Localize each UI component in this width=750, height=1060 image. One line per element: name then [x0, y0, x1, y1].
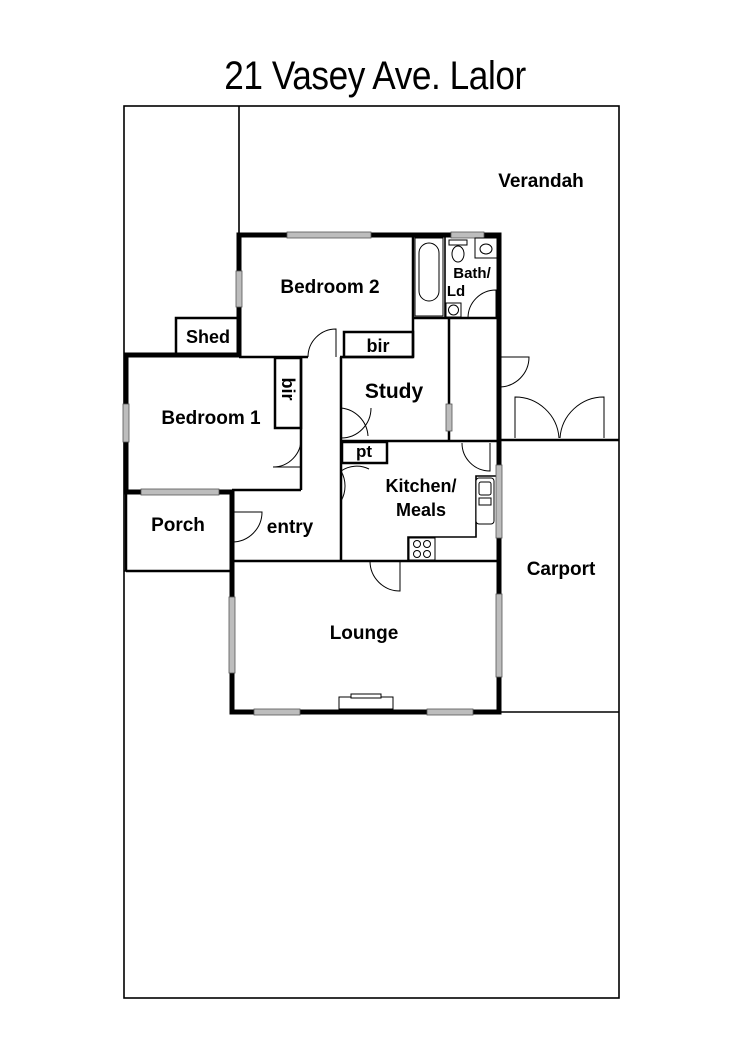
label-pt: pt	[356, 442, 372, 461]
label-bedroom-2: Bedroom 2	[280, 277, 379, 298]
label-bir-bedroom-2: bir	[366, 336, 389, 356]
label-bath-line2: Ld	[447, 283, 465, 300]
plan-title: 21 Vasey Ave. Lalor	[224, 54, 526, 98]
cooktop-icon	[408, 537, 436, 561]
label-entry: entry	[267, 517, 314, 538]
label-kitchen-line2: Meals	[396, 500, 446, 520]
bathtub-icon	[418, 242, 440, 302]
fixtures	[338, 237, 498, 710]
label-porch: Porch	[151, 515, 205, 536]
doors	[231, 289, 605, 592]
windows	[122, 231, 503, 716]
room-labels: Verandah Bedroom 2 Bath/ Ld Shed bir Bed…	[151, 171, 596, 644]
label-bir-bedroom-1: bir	[278, 377, 298, 400]
label-bedroom-1: Bedroom 1	[161, 408, 261, 429]
label-kitchen-line1: Kitchen/	[385, 476, 456, 496]
label-carport: Carport	[527, 559, 596, 580]
label-bath-line1: Bath/	[453, 265, 491, 282]
toilet-icon	[448, 239, 468, 246]
label-verandah: Verandah	[498, 171, 584, 192]
label-study: Study	[365, 380, 424, 403]
interior-walls	[124, 235, 499, 573]
label-lounge: Lounge	[330, 623, 399, 644]
label-shed: Shed	[186, 327, 230, 347]
fireplace-icon	[338, 696, 394, 710]
property-boundary	[123, 105, 620, 999]
